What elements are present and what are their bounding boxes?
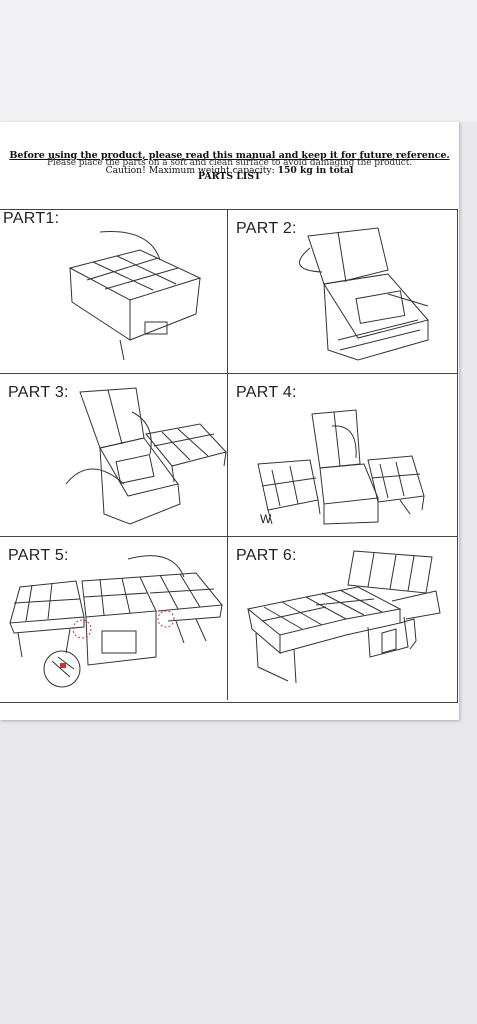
part-1-illustration	[68, 231, 202, 361]
part-4-cell: PART 4: W	[228, 374, 457, 537]
part-5-cell: PART 5:	[0, 537, 228, 700]
part-1-cell: PART1:	[0, 210, 228, 374]
placement-line: Please place the parts on a soft and cle…	[46, 158, 413, 168]
part-6-cell: PART 6:	[228, 537, 457, 700]
part-4-illustration	[257, 409, 425, 525]
caution-value: 150 kg in total	[277, 165, 354, 176]
part-5-illustration	[9, 555, 223, 688]
caution-line: Caution! Maximum weight capacity: 150 kg…	[0, 165, 459, 176]
part-6-illustration	[246, 550, 441, 684]
parts-list-title: PARTS LIST	[197, 171, 261, 182]
viewer-top-area	[0, 0, 477, 122]
part-3-illustration	[65, 387, 227, 525]
parts-grid: PART1: PART 2:	[0, 209, 458, 703]
part-3-cell: PART 3:	[0, 374, 228, 537]
part-3-label: PART 3:	[8, 384, 69, 401]
part-4-mark: W	[260, 512, 272, 526]
manual-page: Before using the product, please read th…	[0, 122, 459, 720]
part-2-cell: PART 2:	[228, 210, 457, 374]
part-2-label: PART 2:	[236, 220, 297, 237]
part-4-label: PART 4:	[236, 384, 297, 401]
part-6-label: PART 6:	[236, 547, 297, 564]
part-2-illustration	[299, 227, 429, 361]
part-1-label: PART1:	[3, 210, 60, 227]
caution-prefix: Caution! Maximum weight capacity:	[105, 165, 275, 176]
intro-line: Before using the product, please read th…	[9, 150, 450, 161]
part-5-label: PART 5:	[8, 547, 69, 564]
manual-header: Before using the product, please read th…	[0, 150, 459, 182]
